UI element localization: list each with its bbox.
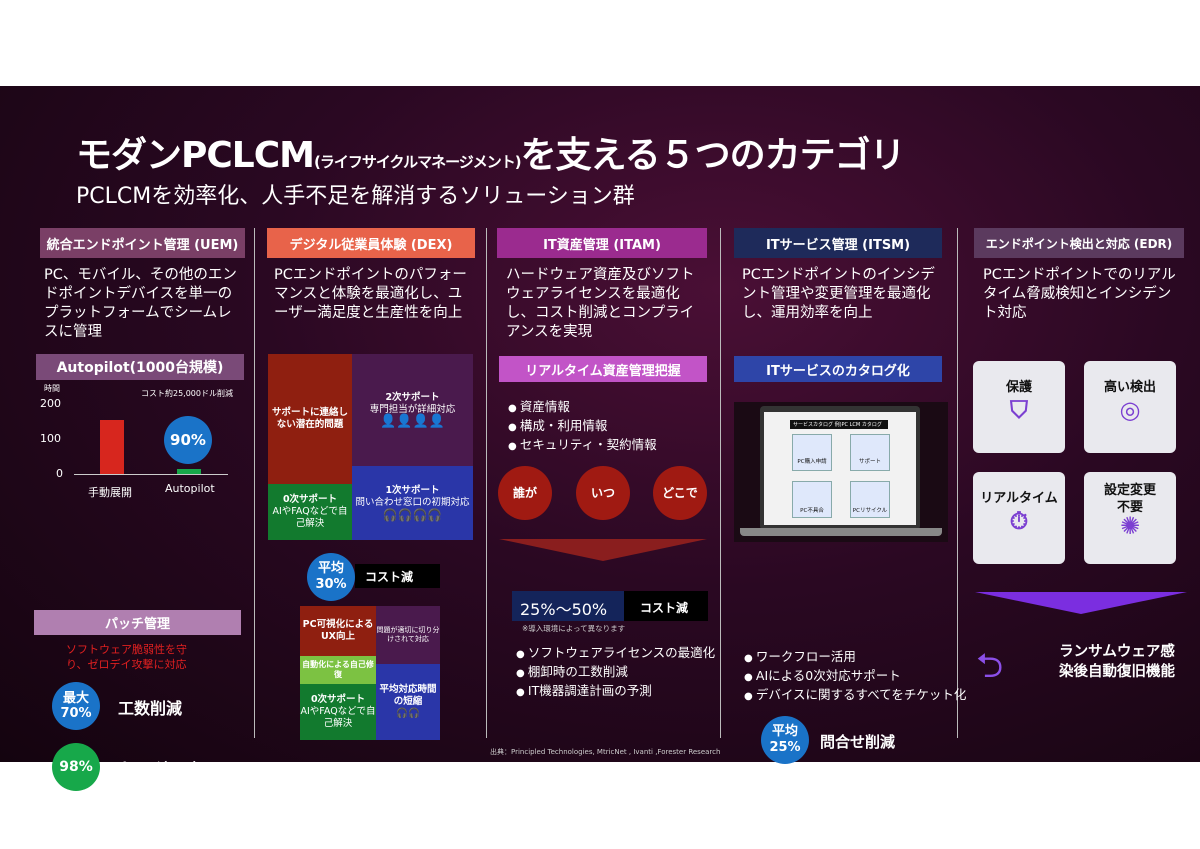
who-circle: 誰が	[498, 466, 552, 520]
radar-icon: ◎	[1119, 396, 1141, 424]
engineer-icon: 👤👤👤👤	[380, 414, 445, 429]
ux-improve: PC可視化によるUX向上	[300, 606, 376, 656]
uem-header: 統合エンドポイント管理 (UEM)	[40, 228, 245, 258]
list-item: ワークフロー活用	[744, 648, 966, 667]
laptop-image: サービスカタログ 例)PC LCM カタログ PC購入申請 サポート PC不具合…	[734, 402, 948, 542]
stat-label: 工数削減	[118, 699, 183, 718]
list-item: 資産情報	[508, 398, 657, 417]
itam-header: IT資産管理 (ITAM)	[497, 228, 707, 258]
itsm-list: ワークフロー活用 AIによる0次対応サポート デバイスに関するすべてをチケット化	[744, 648, 967, 705]
list-item: デバイスに関するすべてをチケット化	[744, 686, 967, 705]
l2-support: 2次サポート専門担当が詳細対応👤👤👤👤	[352, 354, 473, 466]
patch-title: パッチ管理	[34, 610, 241, 635]
autopilot-title: Autopilot(1000台規模)	[36, 354, 244, 380]
catalog-item: PCリサイクル	[850, 481, 890, 518]
l1-support: 1次サポート問い合わせ窓口の初期対応🎧🎧🎧🎧	[352, 466, 473, 540]
y-axis-label: 時間	[44, 384, 60, 393]
uem-desc: PC、モバイル、その他のエンドポイントデバイスを単一のプラットフォームでシームレ…	[44, 267, 237, 340]
catalog-item: PC不具合	[792, 481, 832, 518]
edr-desc: PCエンドポイントでのリアルタイム脅威検知とインシデント対応	[983, 267, 1176, 321]
list-item: IT機器調達計画の予測	[516, 682, 715, 701]
note: ※導入環境によって異なります	[522, 624, 626, 633]
bar-autopilot	[177, 468, 201, 474]
cost-annotation: コスト約25,000ドル削減	[141, 389, 233, 398]
reduction-badge: 90%	[164, 416, 212, 464]
down-arrow-icon	[499, 539, 707, 561]
y-tick: 200	[40, 397, 61, 410]
list-item: ソフトウェアライセンスの最適化	[516, 644, 715, 663]
auto-recovery: ランサムウェア感染後自動復旧機能	[1059, 644, 1175, 680]
itsm-subheader: ITサービスのカタログ化	[734, 356, 942, 382]
page-title: モダンPCLCM(ライフサイクルマネージメント)を支える５つのカテゴリ	[76, 135, 906, 176]
dex-desc: PCエンドポイントのパフォーマンスと体験を最適化し、ユーザー満足度と生産性を向上	[274, 267, 467, 321]
y-tick: 100	[40, 432, 61, 445]
inquiry-reduction: 問合せ削減	[820, 733, 896, 751]
down-arrow-icon	[975, 592, 1187, 614]
catalog-item: サポート	[850, 434, 890, 471]
watch-icon: ⏱	[1009, 507, 1029, 535]
where-circle: どこで	[653, 466, 707, 520]
tile-detection: 高い検出◎	[1084, 361, 1176, 453]
dex-header: デジタル従業員体験 (DEX)	[267, 228, 475, 258]
itam-list: 資産情報 構成・利用情報 セキュリティ・契約情報	[508, 398, 657, 455]
hidden-issues: サポートに連絡しない潜在的問題	[268, 354, 352, 484]
tile-realtime: リアルタイム⏱	[973, 472, 1065, 564]
itam-desc: ハードウェア資産及びソフトウェアライセンスを最適化し、コスト削減とコンプライアン…	[506, 267, 695, 340]
bar-manual	[100, 419, 124, 474]
list-item: AIによる0次対応サポート	[744, 667, 966, 686]
x-label: 手動展開	[88, 486, 132, 499]
catalog-title: サービスカタログ 例)PC LCM カタログ	[790, 420, 888, 429]
divider	[486, 228, 487, 738]
routing: 問題が適切に切り分けされて対応	[376, 606, 440, 664]
divider	[957, 228, 958, 738]
edr-header: エンドポイント検出と対応 (EDR)	[974, 228, 1184, 258]
self-heal: 自動化による自己修復	[300, 656, 376, 684]
itam-benefits: ソフトウェアライセンスの最適化 棚卸時の工数削減 IT機器調達計画の予測	[516, 644, 715, 701]
x-axis	[74, 474, 228, 475]
operator-icon: 🎧🎧	[396, 708, 420, 719]
itsm-desc: PCエンドポイントのインシデント管理や変更管理を最適化し、運用効率を向上	[742, 267, 935, 321]
list-item: セキュリティ・契約情報	[508, 436, 657, 455]
tile-protection: 保護⛉	[973, 361, 1065, 453]
cost-down-label: コスト減	[624, 591, 708, 621]
divider	[720, 228, 721, 738]
response-time: 平均対応時間の短縮🎧🎧	[376, 664, 440, 740]
network-icon: ✺	[1119, 512, 1141, 540]
x-label: Autopilot	[165, 482, 215, 495]
catalog-item: PC購入申請	[792, 434, 832, 471]
tile-no-config: 設定変更不要✺	[1084, 472, 1176, 564]
stat-label: パッチ適用率	[112, 760, 203, 778]
cost-down-label: コスト減	[355, 564, 440, 588]
cost-range: 25%〜50%	[512, 591, 624, 621]
shield-icon: ⛉	[1010, 396, 1028, 424]
operator-icon: 🎧🎧🎧🎧	[382, 508, 443, 522]
divider	[254, 228, 255, 738]
recovery-arrow-icon: ⮌	[976, 646, 1004, 686]
patch-desc: ソフトウェア脆弱性を守り、ゼロデイ攻撃に対応	[66, 643, 187, 671]
y-tick: 0	[56, 467, 63, 480]
when-circle: いつ	[576, 466, 630, 520]
list-item: 構成・利用情報	[508, 417, 657, 436]
itsm-header: ITサービス管理 (ITSM)	[734, 228, 942, 258]
itam-subheader: リアルタイム資産管理把握	[499, 356, 707, 382]
patch-rate-badge: 98%	[52, 743, 100, 791]
page-subtitle: PCLCMを効率化、人手不足を解消するソリューション群	[76, 184, 635, 209]
list-item: 棚卸時の工数削減	[516, 663, 715, 682]
slide: モダンPCLCM(ライフサイクルマネージメント)を支える５つのカテゴリ PCLC…	[0, 86, 1200, 791]
source: 出典：Principled Technologies, MtricNet , I…	[490, 748, 721, 756]
